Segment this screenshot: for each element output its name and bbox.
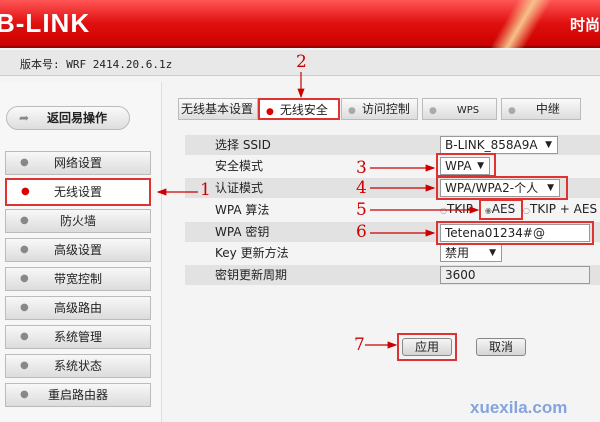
bullet-icon: ● [21, 186, 30, 197]
logo: B-LINK [0, 8, 91, 38]
watermark: xuexila.com [470, 398, 568, 417]
bullet-icon: ● [20, 215, 29, 226]
dropdown-arrow-icon: ▼ [545, 140, 552, 150]
annotation-6: 6 [356, 222, 367, 242]
renew-row: Key 更新方法 [185, 243, 600, 263]
bullet-icon: ● [20, 273, 29, 284]
value: WPA [445, 159, 472, 173]
ssid-select[interactable]: B-LINK_858A9A ▼ [440, 136, 558, 154]
version-bar: 版本号: WRF 2414.20.6.1z [0, 50, 600, 76]
bullet-icon: ● [348, 106, 356, 116]
annotation-5: 5 [356, 200, 367, 220]
header-decoration [470, 0, 560, 48]
annotation-4: 4 [356, 178, 367, 198]
label: 无线基本设置 [181, 102, 254, 116]
value: 禁用 [445, 246, 470, 260]
back-arrow-icon: ➦ [19, 111, 30, 125]
bullet-icon: ● [20, 157, 29, 168]
highlight-wpa-key [436, 221, 594, 245]
radio-aes[interactable]: ◉AES [484, 202, 516, 216]
sidebar-item-firewall[interactable]: ● 防火墙 [5, 209, 151, 233]
bullet-icon: ● [20, 331, 29, 342]
sidebar-item-system-status[interactable]: ● 系统状态 [5, 354, 151, 378]
cancel-button[interactable]: 取消 [476, 338, 526, 356]
dropdown-arrow-icon: ▼ [489, 248, 496, 258]
tab-access-control[interactable]: ● 访问控制 [341, 98, 418, 120]
period-label: 密钥更新周期 [215, 268, 288, 282]
label: 带宽控制 [53, 272, 102, 286]
label: 高级路由 [53, 301, 102, 315]
tab-wireless-security[interactable]: ● 无线安全 [258, 98, 340, 120]
bullet-icon: ● [20, 360, 29, 371]
bullet-icon: ● [429, 106, 437, 116]
version-text: 版本号: WRF 2414.20.6.1z [20, 58, 173, 71]
value: WPA/WPA2-个人 [445, 181, 539, 195]
annotation-1: 1 [200, 180, 211, 200]
dropdown-arrow-icon: ▼ [547, 183, 554, 193]
value: Tetena01234#@ [445, 226, 545, 240]
sidebar-item-advanced[interactable]: ● 高级设置 [5, 238, 151, 262]
label: 防火墙 [59, 214, 96, 228]
label: TKIP [446, 202, 473, 216]
tab-repeater[interactable]: ● 中继 [501, 98, 581, 120]
radio-tkip-aes[interactable]: ○TKIP + AES [523, 202, 598, 216]
label: AES [491, 202, 516, 216]
sidebar-item-reboot[interactable]: ● 重启路由器 [5, 383, 151, 407]
key-renew-select[interactable]: 禁用 ▼ [440, 244, 502, 262]
label: WPS [456, 105, 480, 116]
security-mode-row: 安全模式 [185, 156, 600, 176]
label: 无线安全 [279, 103, 328, 117]
label: 中继 [535, 102, 560, 116]
label: 系统管理 [53, 330, 102, 344]
tab-wps[interactable]: ● WPS [422, 98, 497, 120]
annotation-3: 3 [356, 158, 367, 178]
bullet-icon: ● [266, 107, 274, 117]
ssid-label: 选择 SSID [215, 138, 271, 152]
wpa-key-input[interactable]: Tetena01234#@ [440, 224, 590, 242]
algo-label: WPA 算法 [215, 203, 270, 217]
annotation-2: 2 [296, 52, 307, 72]
highlight-apply [397, 333, 457, 361]
label: 重启路由器 [47, 388, 108, 402]
key-period-input[interactable]: 3600 [440, 266, 590, 284]
slogan: 时尚 [569, 16, 600, 34]
renew-label: Key 更新方法 [215, 246, 289, 260]
value: 3600 [445, 268, 476, 282]
algo-row: WPA 算法 [185, 200, 600, 220]
auth-mode-label: 认证模式 [215, 181, 264, 195]
highlight-aes [479, 199, 523, 220]
sidebar-item-system-admin[interactable]: ● 系统管理 [5, 325, 151, 349]
bullet-icon: ● [20, 302, 29, 313]
sidebar-item-wireless[interactable]: ● 无线设置 [5, 178, 151, 206]
label: 网络设置 [53, 156, 102, 170]
algo-radio-group: ○TKIP ◉AES ○TKIP + AES [440, 202, 597, 216]
bullet-icon: ● [20, 244, 29, 255]
apply-button[interactable]: 应用 [402, 338, 452, 356]
label: TKIP + AES [530, 202, 598, 216]
tab-wireless-basic[interactable]: 无线基本设置 [178, 98, 258, 120]
annotation-7: 7 [354, 335, 365, 355]
label: 无线设置 [53, 185, 102, 199]
security-mode-select[interactable]: WPA ▼ [440, 157, 490, 175]
sidebar-item-bandwidth[interactable]: ● 带宽控制 [5, 267, 151, 291]
key-label: WPA 密钥 [215, 225, 270, 239]
label: 系统状态 [53, 359, 102, 373]
security-mode-label: 安全模式 [215, 159, 264, 173]
back-label: 返回易操作 [46, 111, 107, 125]
sidebar-item-routing[interactable]: ● 高级路由 [5, 296, 151, 320]
bullet-icon: ● [508, 106, 516, 116]
value: B-LINK_858A9A [445, 138, 538, 152]
label: 高级设置 [53, 243, 102, 257]
bullet-icon: ● [20, 389, 29, 400]
header: B-LINK 时尚 [0, 0, 600, 48]
dropdown-arrow-icon: ▼ [477, 161, 484, 171]
label: 访问控制 [361, 102, 410, 116]
auth-mode-select[interactable]: WPA/WPA2-个人 ▼ [440, 179, 560, 197]
back-to-easy-setup-button[interactable]: ➦ 返回易操作 [6, 106, 130, 130]
sidebar-item-network[interactable]: ● 网络设置 [5, 151, 151, 175]
